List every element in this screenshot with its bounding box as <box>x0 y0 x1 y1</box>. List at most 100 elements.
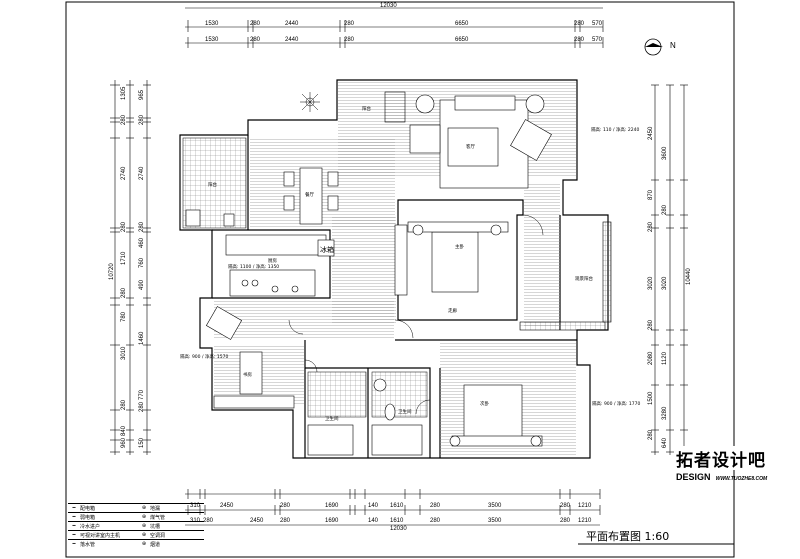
legend-right-label: 坑槽 <box>150 523 161 530</box>
dimension-label: 280 <box>250 37 261 43</box>
fridge-label: 冰箱 <box>320 245 334 254</box>
dimension-label: 1610 <box>390 518 404 524</box>
legend-right-label: 地漏 <box>150 505 161 512</box>
north-arrow-icon <box>643 37 669 61</box>
legend-right-label: 烟道 <box>150 541 161 548</box>
dimension-label: 1690 <box>325 503 339 509</box>
legend-symbol-icon: ━ <box>72 514 76 520</box>
dimension-label: 3600 <box>662 146 668 160</box>
dimension-label: 1305 <box>121 86 127 100</box>
legend-left-label: 配电箱 <box>80 505 96 512</box>
dimension-label: 770 <box>139 389 145 400</box>
room-living: 客厅 <box>466 143 475 150</box>
dimension-label: 3500 <box>488 503 502 509</box>
dim-right-total: 10440 <box>686 268 692 285</box>
dimension-label: 2740 <box>139 166 145 180</box>
legend-symbol-icon: ⊕ <box>141 514 147 520</box>
dimension-label: 6650 <box>455 37 469 43</box>
study-furniture <box>205 221 612 409</box>
right-dimensions <box>654 85 685 455</box>
bottom-dimensions <box>185 493 600 526</box>
legend-row: ━ 配电箱 ⊕ 地漏 <box>68 503 204 512</box>
dimension-label: 6650 <box>455 21 469 27</box>
dimension-label: 3500 <box>488 518 502 524</box>
dimension-label: 1500 <box>648 391 654 405</box>
dim-bottom-total: 12030 <box>390 526 407 532</box>
dimension-label: 965 <box>139 89 145 100</box>
dimension-label: 2440 <box>285 21 299 27</box>
dim-left-total: 10720 <box>109 263 115 280</box>
dimension-label: 150 <box>139 437 145 448</box>
legend-symbol-icon: ⊕ <box>141 532 147 538</box>
dimension-label: 280 <box>139 114 145 125</box>
legend-symbol-icon: ━ <box>72 523 76 529</box>
dimension-label: 3020 <box>648 276 654 290</box>
brand-logo: 拓者设计吧 <box>676 446 796 471</box>
legend-left-label: 落水管 <box>80 541 96 548</box>
room-bath1: 卫生间 <box>325 415 339 422</box>
legend-row: ━ 落水管 ⊕ 烟道 <box>68 539 204 548</box>
dimension-label: 1210 <box>578 503 592 509</box>
legend-symbol-icon: ⊕ <box>141 505 147 511</box>
dimension-label: 1690 <box>325 518 339 524</box>
dimension-label: 2450 <box>250 518 264 524</box>
dimension-label: 280 <box>121 114 127 125</box>
legend-symbol-icon: ⊕ <box>141 523 147 529</box>
dimension-label: 460 <box>139 237 145 248</box>
bath1-tiles <box>307 371 367 418</box>
dimension-label: 960 <box>121 437 127 448</box>
legend-symbol-icon: ⊕ <box>141 541 147 547</box>
dimension-label: 280 <box>662 204 668 215</box>
dimension-label: 280 <box>648 221 654 232</box>
dimension-label: 140 <box>368 518 379 524</box>
legend-row: ━ 可视对讲室内主机 ⊕ 空调洞 <box>68 530 204 539</box>
kitchen-counter <box>225 234 335 297</box>
dimension-label: 280 <box>344 37 355 43</box>
room-balcony-top: 阳台 <box>362 105 371 112</box>
dimension-label: 280 <box>121 221 127 232</box>
dimension-label: 1530 <box>205 21 219 27</box>
dimension-label: 1610 <box>390 503 404 509</box>
dimension-label: 280 <box>139 401 145 412</box>
brand-url: WWW.TUOZHE8.COM <box>715 476 768 482</box>
dimension-label: 760 <box>139 257 145 268</box>
legend-left-label: 弱电箱 <box>80 514 96 521</box>
legend-left-label: 可视对讲室内主机 <box>80 532 121 539</box>
dimension-label: 280 <box>250 21 261 27</box>
dim-top-total: 12030 <box>380 3 397 9</box>
dimension-label: 1530 <box>205 37 219 43</box>
brand-en: DESIGN <box>676 472 711 482</box>
room-kitchen: 厨房 <box>268 257 277 264</box>
bath-fixtures <box>185 209 423 456</box>
dimension-label: 1210 <box>578 518 592 524</box>
room-bath2: 卫生间 <box>398 408 412 415</box>
room-master: 主卧 <box>455 243 464 250</box>
room-dining: 餐厅 <box>305 191 314 198</box>
sofa-set <box>384 91 552 189</box>
legend-right-label: 空调洞 <box>150 532 166 539</box>
dimension-label: 2080 <box>648 351 654 365</box>
dimension-label: 3010 <box>121 346 127 360</box>
room-study: 书房 <box>243 371 252 378</box>
dimension-label: 280 <box>139 221 145 232</box>
dimension-label: 140 <box>368 503 379 509</box>
dimension-label: 280 <box>648 429 654 440</box>
dimension-label: 280 <box>121 287 127 298</box>
dimension-label: 840 <box>121 425 127 436</box>
second-bed <box>449 384 543 447</box>
legend-left-label: 冷水进户 <box>80 523 101 530</box>
dimension-label: 280 <box>280 518 291 524</box>
dimension-label: 870 <box>648 189 654 200</box>
master-bed <box>394 221 509 296</box>
dimension-label: 1710 <box>121 251 127 265</box>
legend-symbol-icon: ━ <box>72 505 76 511</box>
note-living: 隔高: 110 / 净高: 2240 <box>591 126 639 133</box>
top-dimensions <box>185 7 604 48</box>
dimension-label: 280 <box>344 21 355 27</box>
dimension-label: 2440 <box>285 37 299 43</box>
dimension-label: 280 <box>574 37 585 43</box>
dimension-label: 2450 <box>220 503 234 509</box>
